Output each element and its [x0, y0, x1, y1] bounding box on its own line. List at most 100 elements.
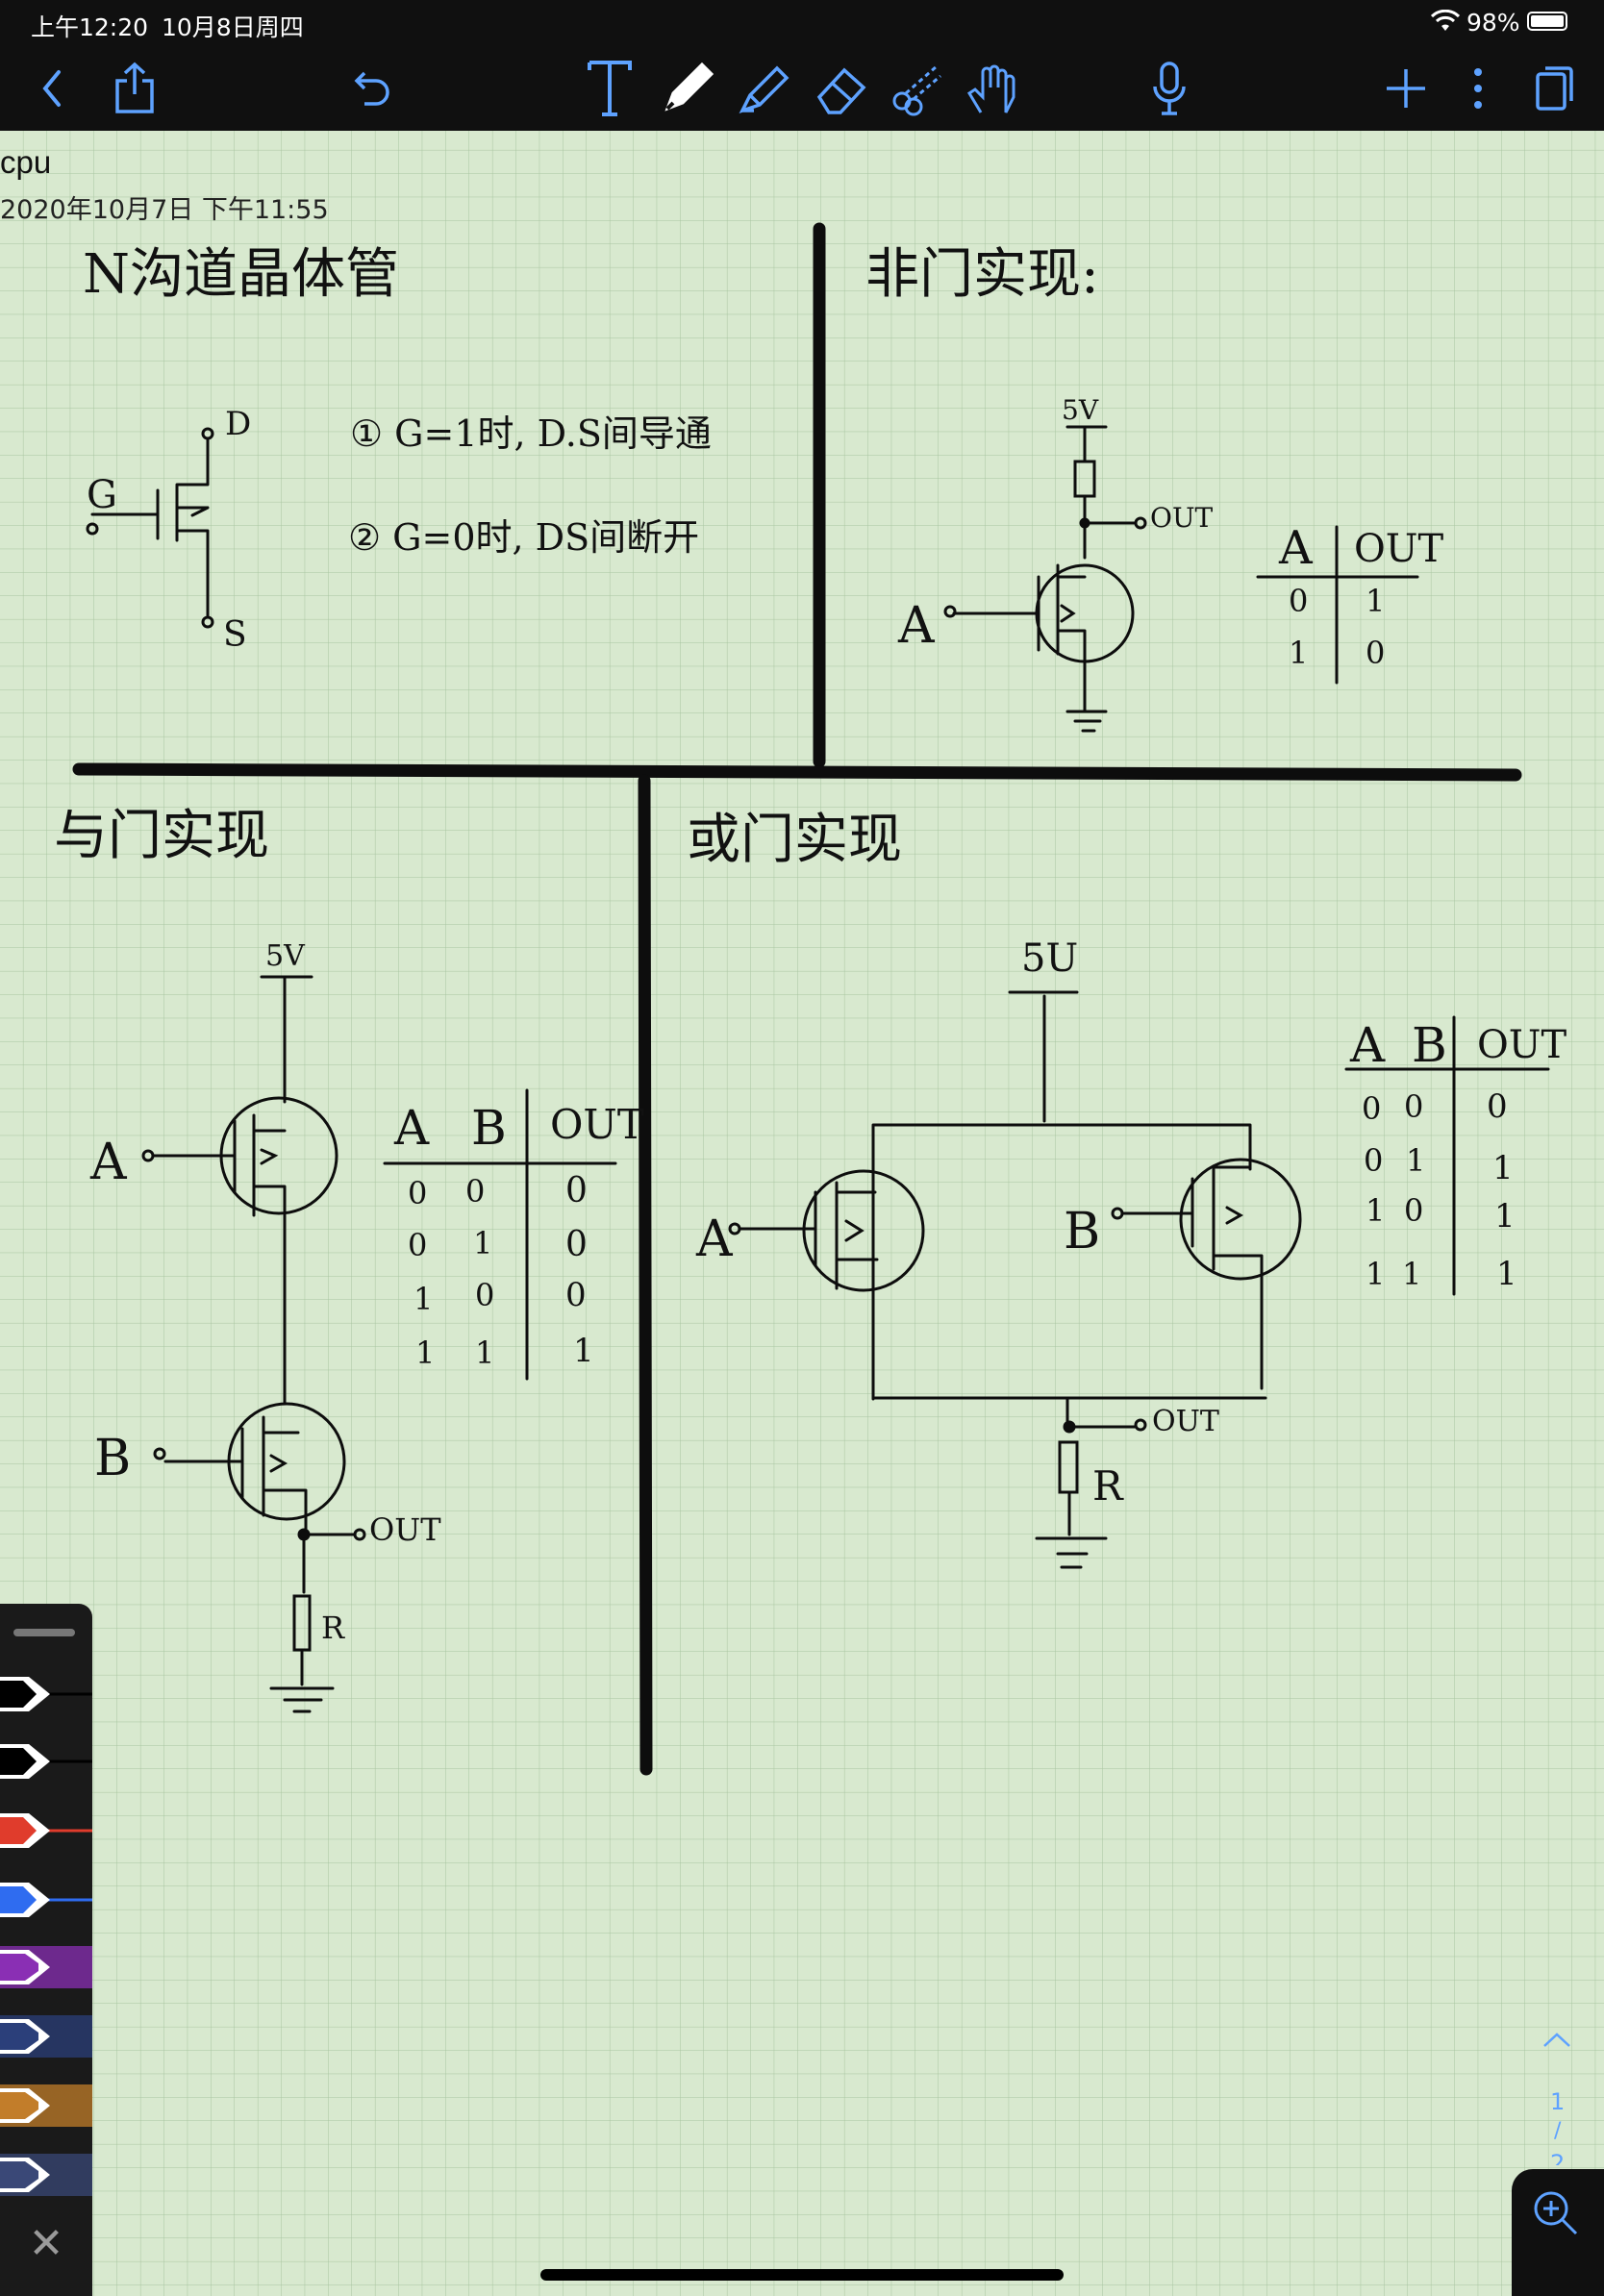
or-table-header-a: A [1349, 1017, 1386, 1073]
chevron-up-icon[interactable] [1541, 2029, 1573, 2052]
and-table-cell: 0 [565, 1171, 588, 1210]
status-time: 上午12:20 [31, 13, 149, 41]
purple-marker[interactable] [0, 1940, 92, 1994]
blue-pen[interactable] [0, 1873, 92, 1927]
and-table-cell: 0 [408, 1175, 427, 1211]
or-vcc-label: 5U [1021, 936, 1078, 981]
or-table-cell: 1 [1492, 1149, 1514, 1187]
pages-button[interactable] [1527, 56, 1581, 121]
close-palette-icon[interactable]: ✕ [28, 2219, 64, 2268]
document-title[interactable]: cpu [0, 144, 52, 180]
or-r-label: R [1092, 1462, 1124, 1510]
text-tool-icon [588, 61, 632, 116]
wifi-icon [1431, 10, 1460, 31]
or-in-a-label: A [695, 1210, 734, 1268]
eraser-tool-button[interactable] [808, 56, 875, 121]
palette-drag-handle[interactable] [13, 1629, 75, 1636]
lasso-tool-icon [892, 64, 941, 116]
undo-button[interactable] [348, 56, 396, 121]
not-table-cell: 1 [1366, 583, 1385, 619]
back-button[interactable] [29, 56, 75, 121]
or-table-cell: 1 [1366, 1192, 1385, 1229]
add-page-button[interactable] [1379, 56, 1433, 121]
text-tool-button[interactable] [581, 56, 639, 121]
or-table-cell: 0 [1404, 1088, 1423, 1125]
highlighter-tool-button[interactable] [731, 56, 798, 121]
more-icon [1474, 68, 1482, 109]
pen-icon [0, 2084, 92, 2127]
or-table-cell: 1 [1366, 1256, 1385, 1292]
not-heading: 非门实现: [865, 243, 1099, 306]
nmos-g-label: G [87, 473, 117, 517]
or-table-cell: 1 [1494, 1197, 1516, 1235]
hand-tool-icon [966, 64, 1015, 113]
highlighter-tool-icon [739, 65, 789, 113]
orange-marker[interactable] [0, 2079, 92, 2133]
and-table-cell: 1 [414, 1281, 433, 1317]
hand-tool-button[interactable] [958, 56, 1025, 121]
slate-marker[interactable] [0, 2148, 92, 2202]
or-out-label: OUT [1152, 1405, 1219, 1438]
nmos-heading: N沟道晶体管 [83, 243, 399, 306]
and-table-cell: 0 [565, 1276, 587, 1314]
more-button[interactable] [1464, 56, 1492, 121]
notebook-page[interactable]: N沟道晶体管 D G S ① G=1时, D.S间导通 ② G=0时, DS间断… [0, 131, 1604, 2296]
and-table-cell: 0 [565, 1225, 588, 1264]
pen-icon [0, 1883, 92, 1917]
microphone-icon [1153, 62, 1186, 115]
not-table-cell: 1 [1289, 635, 1308, 671]
pen-tool-button[interactable] [654, 56, 721, 121]
not-table-cell: 0 [1289, 583, 1308, 619]
share-button[interactable] [108, 56, 162, 121]
status-bar: 上午12:20 10月8日周四 98% [0, 0, 1604, 46]
add-page-icon [1387, 69, 1425, 108]
or-table-cell: 1 [1402, 1256, 1421, 1292]
navy-marker[interactable] [0, 2009, 92, 2063]
and-table-cell: 1 [473, 1225, 492, 1261]
and-heading: 与门实现 [54, 805, 269, 867]
and-r-label: R [321, 1610, 345, 1646]
and-table-cell: 0 [408, 1227, 427, 1263]
pen-icon [0, 1813, 92, 1848]
or-table-header-out: OUT [1477, 1023, 1567, 1067]
not-table-cell: 0 [1366, 635, 1385, 671]
and-table-cell: 1 [415, 1335, 435, 1371]
pen-icon [0, 1677, 92, 1711]
eraser-tool-icon [816, 67, 866, 114]
red-pen[interactable] [0, 1804, 92, 1858]
and-table-cell: 0 [465, 1173, 485, 1210]
microphone-button[interactable] [1146, 56, 1192, 121]
lasso-tool-button[interactable] [883, 56, 950, 121]
nmos-d-label: D [225, 405, 251, 443]
and-table-cell: 1 [475, 1335, 494, 1371]
and-vcc-label: 5V [265, 939, 306, 973]
home-indicator[interactable] [540, 2269, 1064, 2281]
zoom-button[interactable] [1512, 2169, 1604, 2296]
pen-icon [0, 2154, 92, 2196]
or-heading: 或门实现 [687, 809, 902, 871]
pen-icon [0, 2015, 92, 2058]
not-in-label: A [897, 597, 936, 655]
pen-icon [0, 1744, 92, 1779]
black-pen-2[interactable] [0, 1734, 92, 1788]
not-out-label: OUT [1150, 502, 1214, 534]
status-date: 10月8日周四 [162, 13, 304, 41]
nmos-rule-1: ① G=1时, D.S间导通 [350, 412, 712, 455]
back-icon [42, 70, 61, 107]
not-vcc-label: 5V [1062, 394, 1099, 426]
not-table-header-out: OUT [1354, 527, 1444, 571]
battery-percent: 98% [1466, 9, 1520, 37]
page-total: 2 [1550, 2150, 1566, 2165]
black-pen-1[interactable] [0, 1667, 92, 1721]
and-table-cell: 0 [475, 1277, 494, 1313]
and-in-b-label: B [94, 1430, 131, 1487]
and-table-cell: 1 [573, 1332, 594, 1370]
and-out-label: OUT [369, 1511, 441, 1548]
undo-icon [354, 71, 389, 106]
page-current: 1 [1550, 2088, 1566, 2115]
or-table-cell: 0 [1364, 1142, 1383, 1179]
page-separator: / [1554, 2119, 1562, 2143]
or-table-header-b: B [1412, 1017, 1447, 1073]
and-table-header-b: B [471, 1100, 507, 1156]
or-table-cell: 0 [1487, 1087, 1508, 1126]
